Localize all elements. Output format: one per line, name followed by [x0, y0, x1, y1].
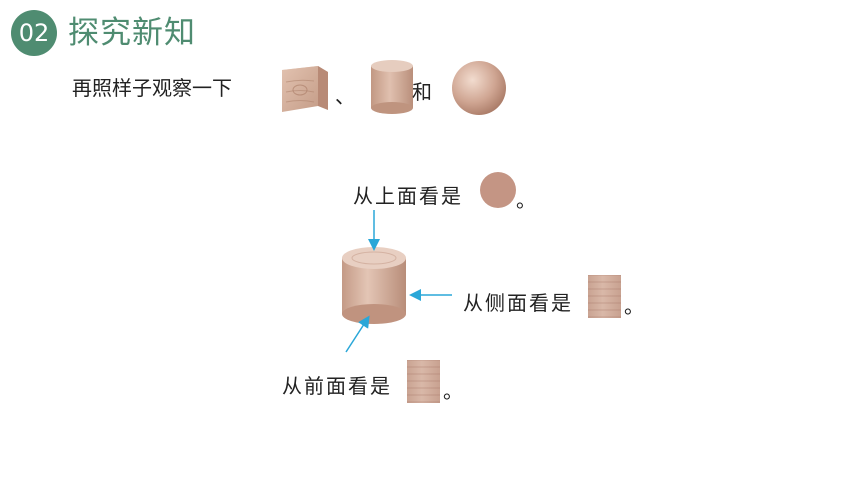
- section-title: 探究新知: [68, 15, 196, 51]
- side-view-label: 从侧面看是: [463, 291, 573, 315]
- side-view-period: 。: [624, 294, 644, 318]
- front-view-label: 从前面看是: [282, 374, 392, 398]
- cube-image: [276, 62, 330, 116]
- side-view-square: [588, 275, 621, 318]
- top-view-circle: [480, 172, 516, 208]
- conjunction-and: 和: [412, 80, 432, 104]
- separator-comma: 、: [335, 84, 355, 108]
- front-view-arrow: [345, 315, 370, 353]
- front-view-square: [407, 360, 440, 403]
- front-view-period: 。: [443, 379, 463, 403]
- section-number-badge: 02: [11, 10, 57, 56]
- cylinder-image: [369, 58, 415, 116]
- main-cylinder-image: [342, 247, 406, 324]
- top-view-period: 。: [516, 188, 536, 212]
- sphere-image: [451, 60, 507, 116]
- intro-text: 再照样子观察一下: [72, 76, 232, 100]
- top-view-label: 从上面看是: [353, 184, 463, 208]
